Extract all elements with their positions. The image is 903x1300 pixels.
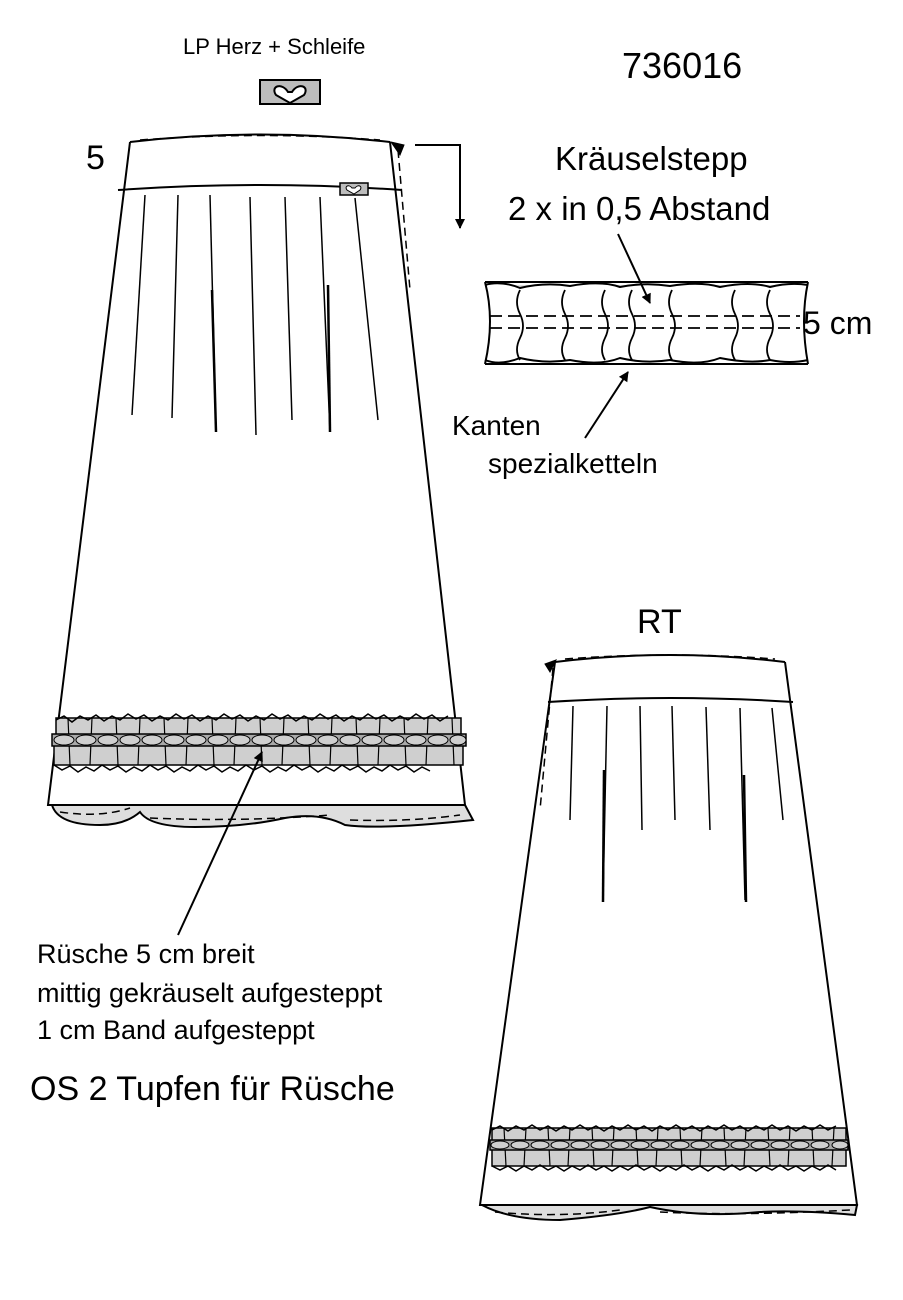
ruffle-width-label: 5 cm <box>803 305 873 341</box>
ruffle-detail <box>484 281 809 365</box>
front-view-skirt <box>46 133 475 829</box>
style-number: 736016 <box>622 45 743 86</box>
edge-finish-arrow <box>584 371 629 439</box>
gather-stitch-spacing: 2 x in 0,5 Abstand <box>508 190 771 227</box>
waistband-logo-icon <box>339 182 369 196</box>
heart-bow-icon <box>259 79 321 105</box>
front-ruffle <box>51 713 467 773</box>
ruffle-note-arrow <box>177 751 263 936</box>
logo-placement-label: LP Herz + Schleife <box>183 34 366 59</box>
back-ruffle <box>489 1124 849 1172</box>
annotation-arrows <box>177 144 651 936</box>
gather-stitch-label: Kräuselstepp <box>555 140 748 177</box>
view-direction-arrow <box>415 144 465 229</box>
ruffle-note-line3: 1 cm Band aufgesteppt <box>37 1015 315 1045</box>
edge-finish-method: spezialketteln <box>488 448 658 479</box>
edge-finish-label: Kanten <box>452 410 541 441</box>
ruffle-note-line2: mittig gekräuselt aufgesteppt <box>37 978 383 1008</box>
front-view-number: 5 <box>86 139 105 177</box>
gather-stitch-arrow <box>617 233 651 304</box>
ruffle-note-line1: Rüsche 5 cm breit <box>37 939 255 969</box>
back-view-label: RT <box>637 603 682 641</box>
upper-fabric-note: OS 2 Tupfen für Rüsche <box>30 1070 395 1108</box>
back-view-skirt <box>478 654 859 1222</box>
